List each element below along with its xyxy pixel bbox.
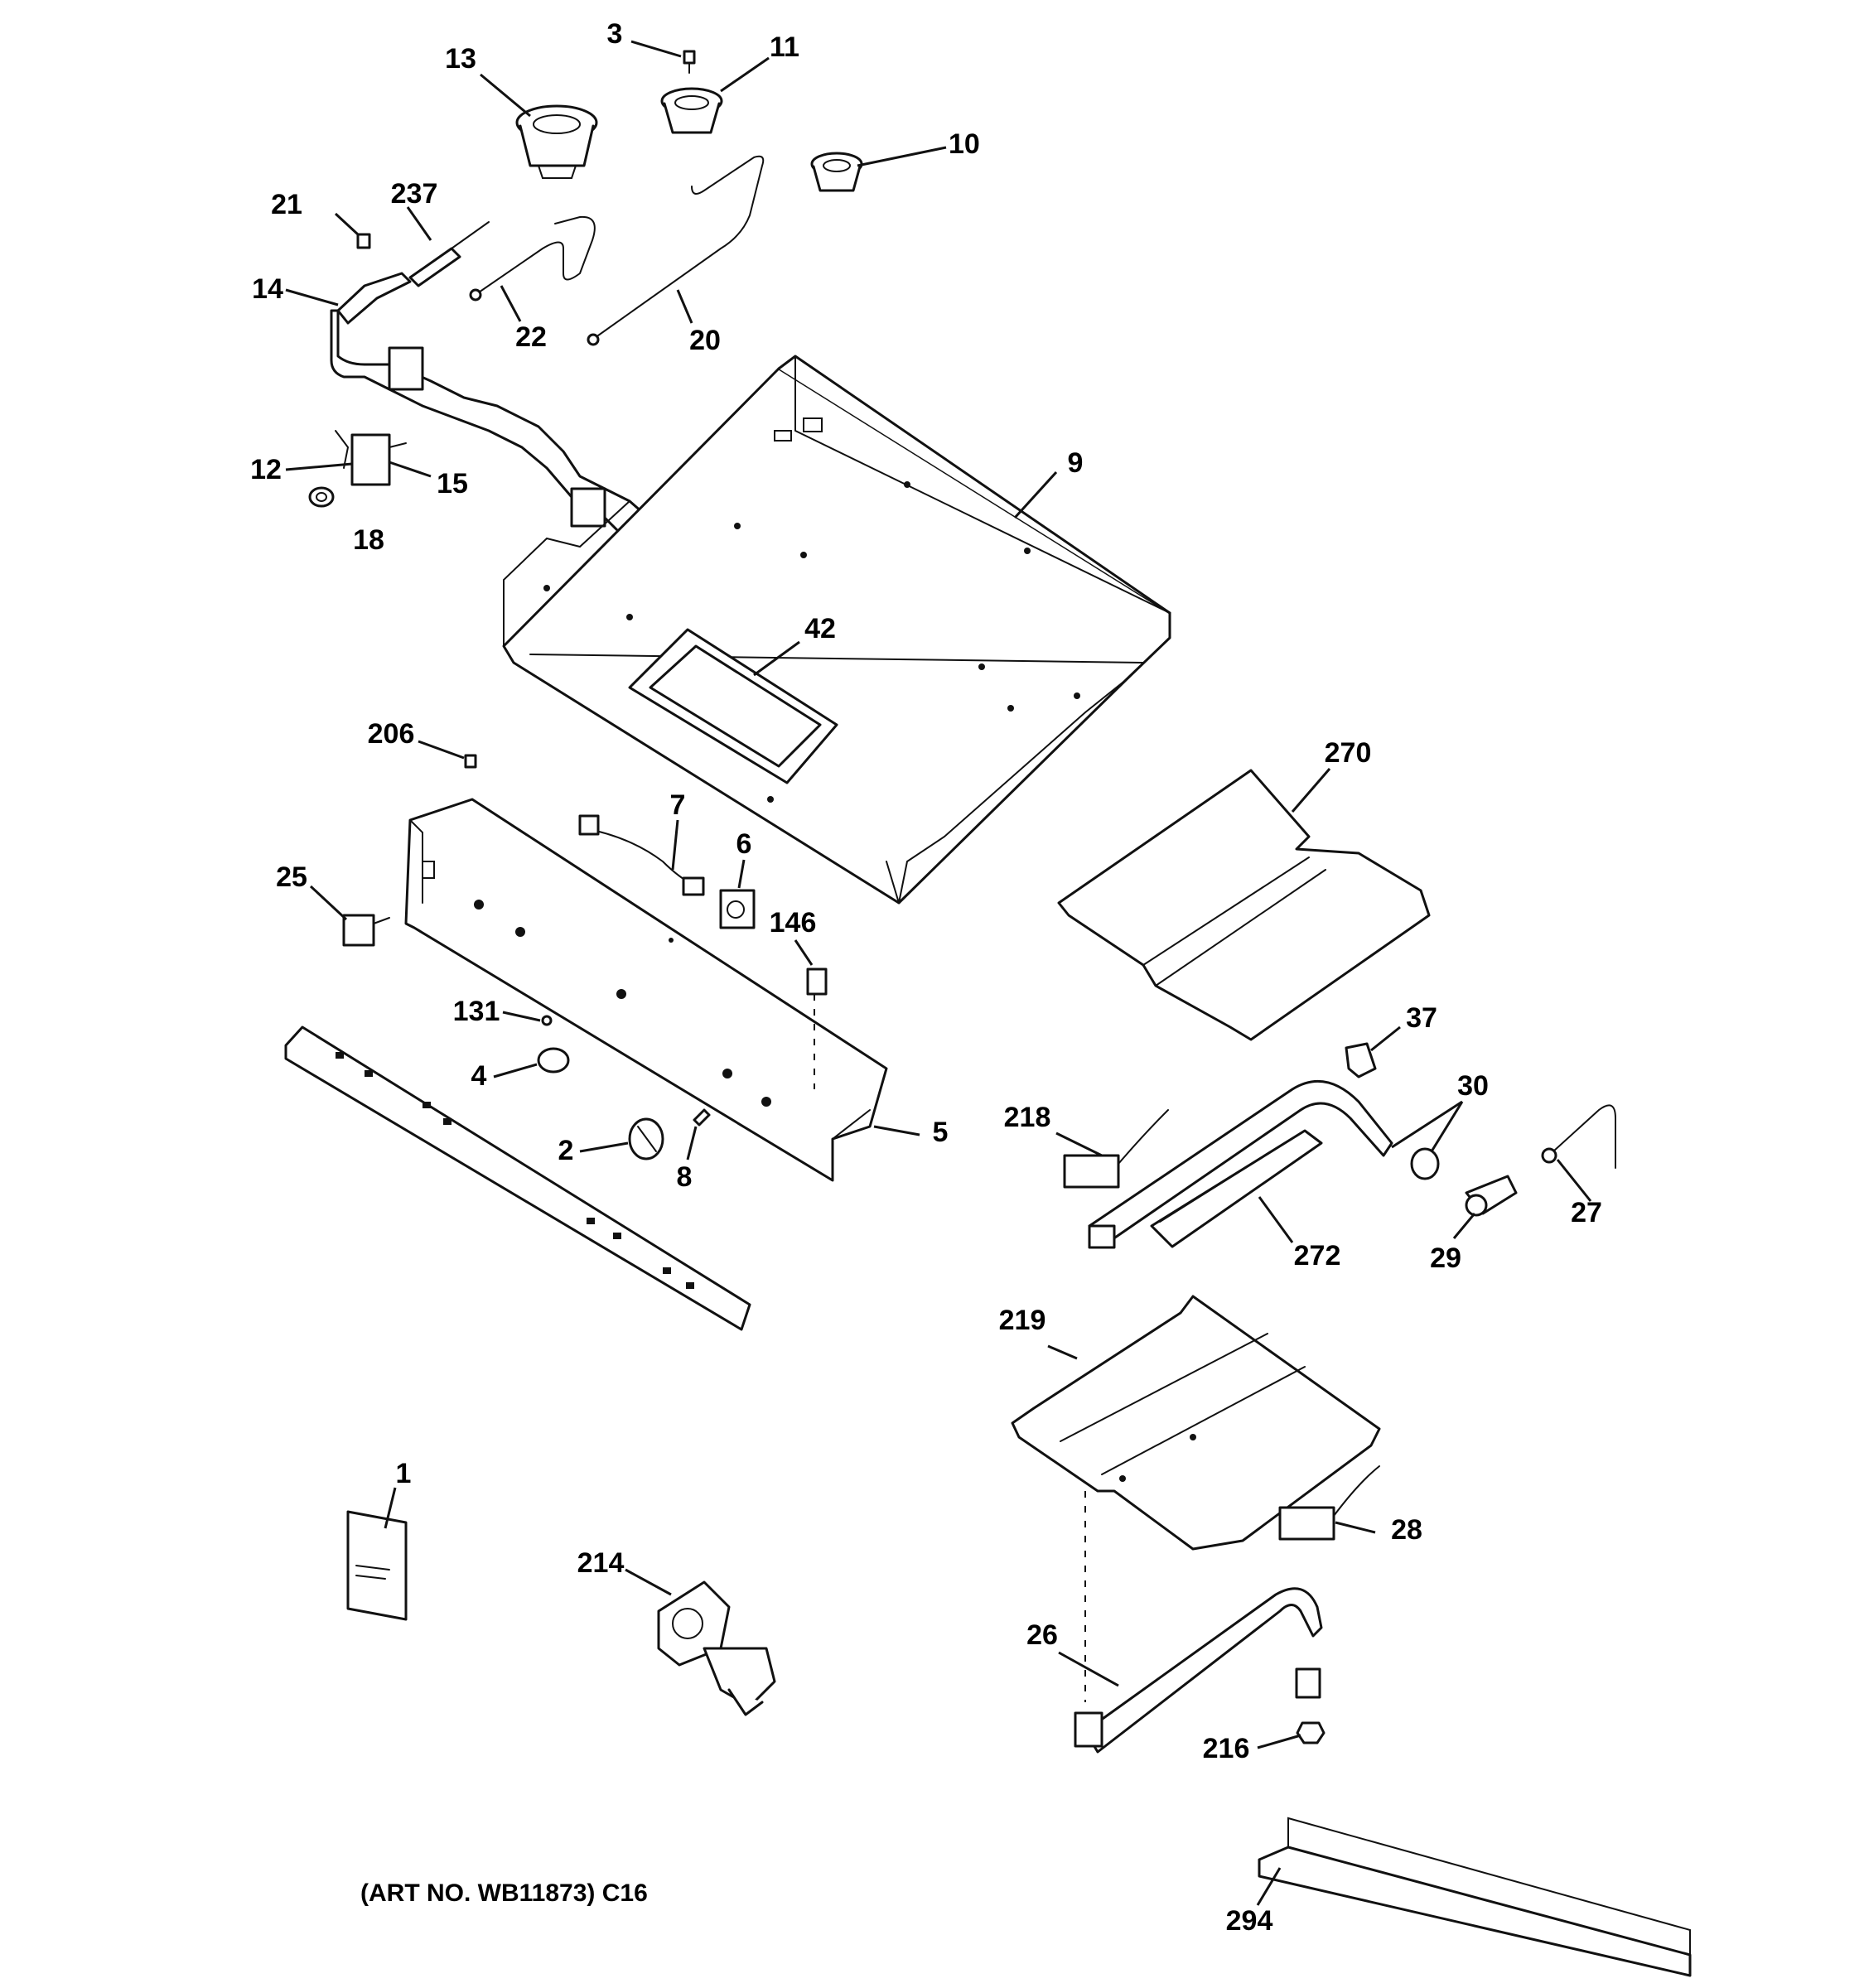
callout-9: 9	[1068, 447, 1084, 479]
callout-14: 14	[252, 273, 283, 305]
callout-11: 11	[770, 31, 799, 63]
callout-219: 219	[999, 1305, 1046, 1336]
fitting-216	[1295, 1667, 1326, 1744]
callout-4: 4	[471, 1060, 487, 1092]
callout-216: 216	[1203, 1733, 1250, 1764]
callout-272: 272	[1294, 1240, 1341, 1271]
callout-12: 12	[250, 454, 282, 485]
callout-206: 206	[368, 718, 415, 750]
valve-12	[335, 430, 407, 486]
callout-18: 18	[353, 524, 384, 556]
ignitor-25	[342, 914, 390, 947]
callout-146: 146	[770, 907, 817, 939]
callout-10: 10	[949, 128, 980, 160]
callout-42: 42	[804, 613, 836, 644]
ignitor-28	[1278, 1465, 1380, 1541]
callout-27: 27	[1571, 1197, 1602, 1228]
callout-28: 28	[1391, 1514, 1422, 1546]
ignitor-218	[1063, 1109, 1169, 1189]
fitting-237	[408, 221, 490, 287]
broil-burner	[1088, 1079, 1393, 1249]
nut-21	[356, 233, 371, 249]
knob-2	[628, 1117, 664, 1160]
bake-burner-26	[1074, 1587, 1323, 1754]
callout-37: 37	[1406, 1002, 1437, 1034]
callout-20: 20	[689, 325, 721, 356]
clip-146	[806, 967, 828, 1089]
screw-3	[683, 50, 696, 74]
callout-1: 1	[396, 1458, 412, 1489]
bracket-294	[1258, 1817, 1692, 1977]
burner-cap-10	[810, 152, 863, 192]
control-panel-5	[404, 798, 888, 1182]
knob-4	[537, 1047, 570, 1074]
callout-6: 6	[736, 828, 752, 860]
callout-22: 22	[515, 321, 547, 353]
panel-42	[628, 628, 838, 784]
burner-box-9	[502, 355, 1171, 905]
plate-219	[1011, 1295, 1381, 1702]
callout-15: 15	[437, 468, 468, 499]
burner-cap-13	[515, 104, 598, 179]
nut-18	[308, 486, 335, 508]
callout-294: 294	[1226, 1905, 1273, 1937]
switch-6	[719, 889, 756, 929]
screw-206	[464, 754, 477, 769]
screw-8	[693, 1108, 711, 1127]
callout-237: 237	[391, 178, 438, 210]
orifice-30	[1410, 1147, 1440, 1180]
callout-2: 2	[558, 1135, 574, 1166]
callout-8: 8	[677, 1161, 693, 1193]
callout-21: 21	[271, 189, 302, 220]
valve-214	[657, 1580, 776, 1716]
bracket-37	[1345, 1042, 1377, 1078]
callout-7: 7	[670, 789, 686, 821]
tube-20	[587, 155, 765, 346]
callout-3: 3	[607, 18, 623, 50]
callout-29: 29	[1430, 1242, 1461, 1274]
harness-7	[578, 814, 705, 896]
burner-cap-11	[660, 87, 723, 134]
callout-26: 26	[1026, 1619, 1058, 1651]
cover-270	[1057, 769, 1431, 1041]
literature-envelope-1	[346, 1510, 408, 1621]
tube-22	[469, 215, 596, 302]
callout-218: 218	[1004, 1102, 1051, 1133]
fitting-29	[1465, 1175, 1518, 1217]
callout-25: 25	[276, 861, 307, 893]
trim-strip	[284, 1025, 751, 1331]
callout-270: 270	[1325, 737, 1372, 769]
art-number-caption: (ART NO. WB11873) C16	[360, 1879, 648, 1907]
callout-131: 131	[453, 996, 500, 1027]
callout-214: 214	[577, 1547, 625, 1579]
shield-272	[1150, 1129, 1323, 1248]
manifold-14	[330, 272, 673, 557]
tube-27	[1541, 1104, 1616, 1169]
callout-30: 30	[1457, 1070, 1489, 1102]
callout-5: 5	[933, 1117, 949, 1148]
screw-131	[541, 1015, 553, 1026]
callout-13: 13	[445, 43, 476, 75]
